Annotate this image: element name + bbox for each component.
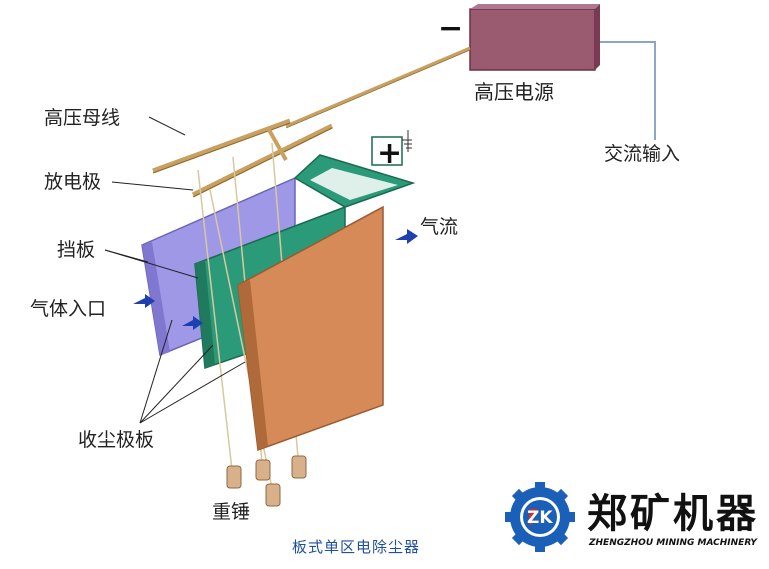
leader-lines: [104, 116, 246, 424]
minus-sign: −: [438, 11, 463, 46]
airflow-arrow: [395, 229, 418, 244]
plus-sign: +: [377, 136, 402, 171]
collecting-plates-label: 收尘极板: [78, 429, 154, 451]
baffle-label: 挡板: [57, 239, 95, 261]
gas-inlet-arrow: [133, 294, 203, 330]
brand-name-cn: 郑矿机器: [587, 491, 759, 537]
brand-logo: ZK 郑矿机器 ZHENGZHOU MINING MACHINERY: [505, 482, 759, 552]
hv-busbar-label: 高压母线: [44, 107, 120, 129]
diagram-caption: 板式单区电除尘器: [292, 538, 420, 556]
logo-text: ZK: [527, 508, 553, 528]
gas-inlet-label: 气体入口: [30, 298, 106, 320]
airflow-label: 气流: [420, 216, 458, 238]
weights-label: 重锤: [212, 501, 250, 523]
gear-icon: [505, 482, 575, 552]
ac-input-label: 交流输入: [604, 143, 680, 165]
brand-name-en: ZHENGZHOU MINING MACHINERY: [588, 538, 758, 548]
power-supply-label: 高压电源: [474, 80, 554, 104]
ac-input-wire: [595, 41, 656, 140]
power-supply-box: [469, 4, 600, 71]
hv-lead: [285, 46, 471, 128]
collecting-plate-front: [237, 205, 384, 452]
hv-busbar: [152, 118, 334, 198]
ground-terminal: [371, 130, 412, 166]
discharge-electrode-label: 放电极: [44, 171, 101, 193]
tension-weights: [226, 455, 307, 507]
